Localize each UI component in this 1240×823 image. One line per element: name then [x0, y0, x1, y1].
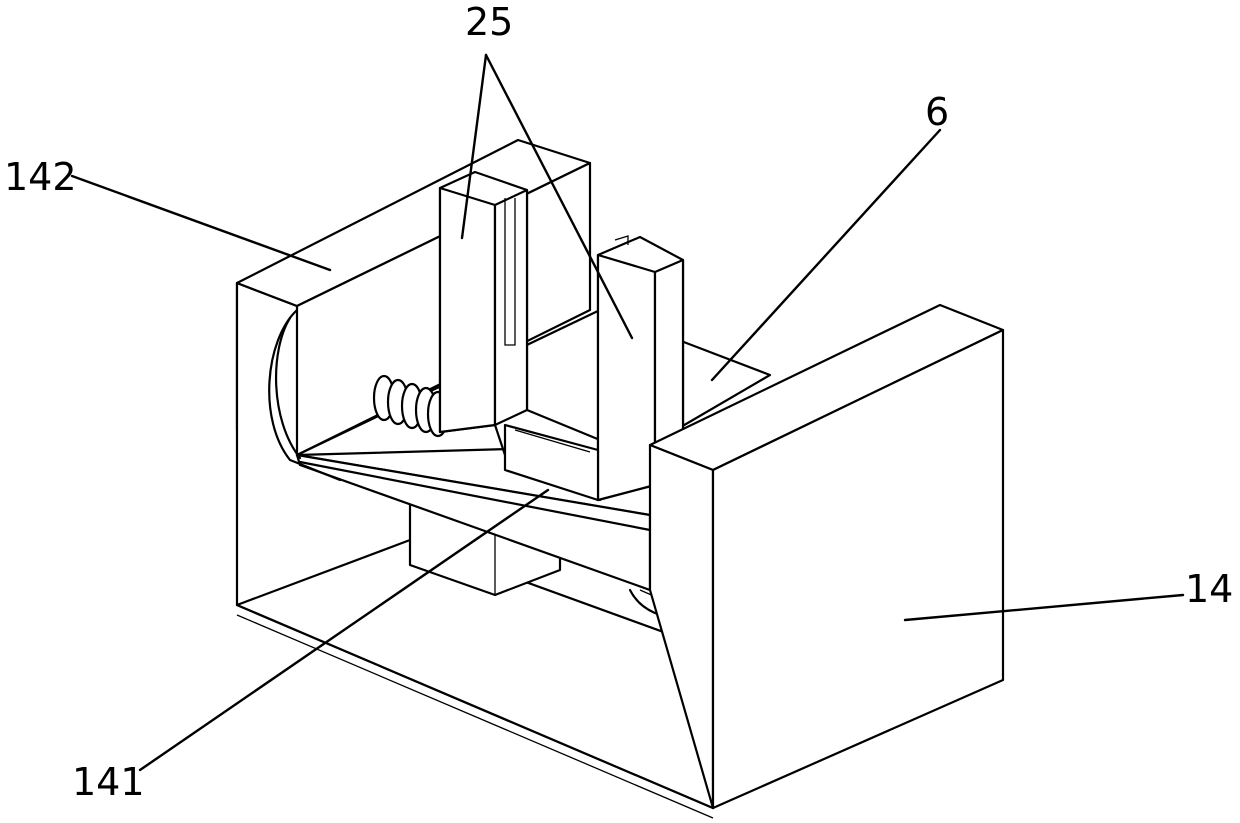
leader-142: [72, 176, 330, 270]
callout-14: 14: [1185, 567, 1233, 611]
callout-142: 142: [4, 155, 77, 199]
callout-25: 25: [465, 0, 513, 44]
callout-6: 6: [925, 90, 949, 134]
callout-141: 141: [72, 760, 145, 804]
